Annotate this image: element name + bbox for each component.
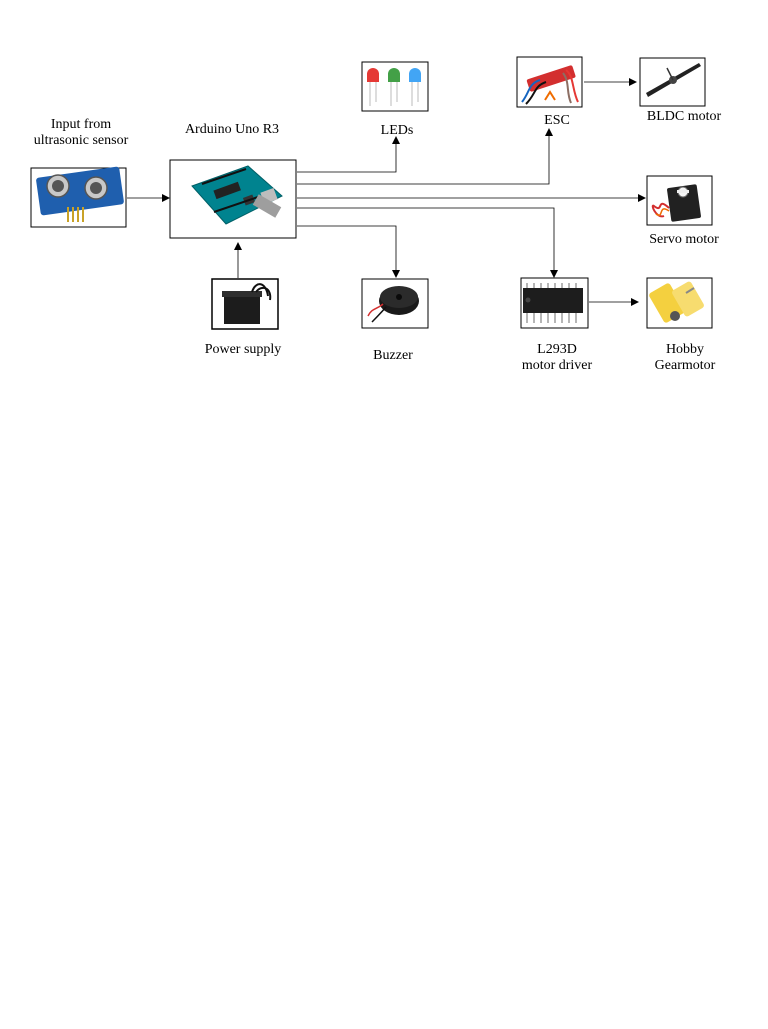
gearmotor-image <box>649 281 704 323</box>
arduino-label: Arduino Uno R3 <box>184 122 280 137</box>
motor-driver-block <box>520 277 589 329</box>
esc-image <box>521 65 579 105</box>
gearmotor-block <box>646 277 713 329</box>
buzzer-image <box>367 286 419 323</box>
arrow-arduino-to-esc <box>297 128 553 185</box>
buzzer-block <box>361 278 429 329</box>
bldc-motor-block <box>639 57 706 107</box>
power-supply-label: Power supply <box>204 342 282 357</box>
esc-block <box>516 56 583 108</box>
ultrasonic-label-line-1: Input from <box>50 117 112 132</box>
gearmotor-label-line-2: Gearmotor <box>654 358 716 373</box>
buzzer-label: Buzzer <box>373 348 413 363</box>
arduino-board-image <box>191 165 283 225</box>
servo-label: Servo motor <box>649 232 719 247</box>
esc-label: ESC <box>544 113 570 128</box>
gearmotor-label: Hobby Gearmotor <box>635 342 735 374</box>
ultrasonic-sensor-block <box>30 166 127 228</box>
motor-driver-label: L293D motor driver <box>507 342 607 374</box>
power-supply-block <box>211 278 279 330</box>
servo-motor-block <box>646 175 713 226</box>
ultrasonic-label: Input from ultrasonic sensor <box>21 117 141 149</box>
leds-label: LEDs <box>380 123 414 138</box>
motor-driver-image <box>523 283 583 323</box>
arduino-block <box>169 159 297 239</box>
ultrasonic-label-line-2: ultrasonic sensor <box>33 133 129 148</box>
servo-motor-image <box>651 184 701 222</box>
bldc-motor-image <box>646 63 701 97</box>
connectors <box>127 78 646 306</box>
leds-block <box>361 61 429 112</box>
arrow-arduino-to-driver <box>297 207 558 278</box>
arrow-arduino-to-leds <box>297 136 400 173</box>
motor-driver-label-line-2: motor driver <box>521 358 593 373</box>
bldc-label: BLDC motor <box>646 109 722 124</box>
leds-image <box>367 68 421 106</box>
gearmotor-label-line-1: Hobby <box>665 342 705 357</box>
motor-driver-label-line-1: L293D <box>537 342 577 357</box>
power-supply-image <box>222 283 272 324</box>
arrow-arduino-to-buzzer <box>297 225 400 278</box>
ultrasonic-sensor-image <box>36 166 124 222</box>
